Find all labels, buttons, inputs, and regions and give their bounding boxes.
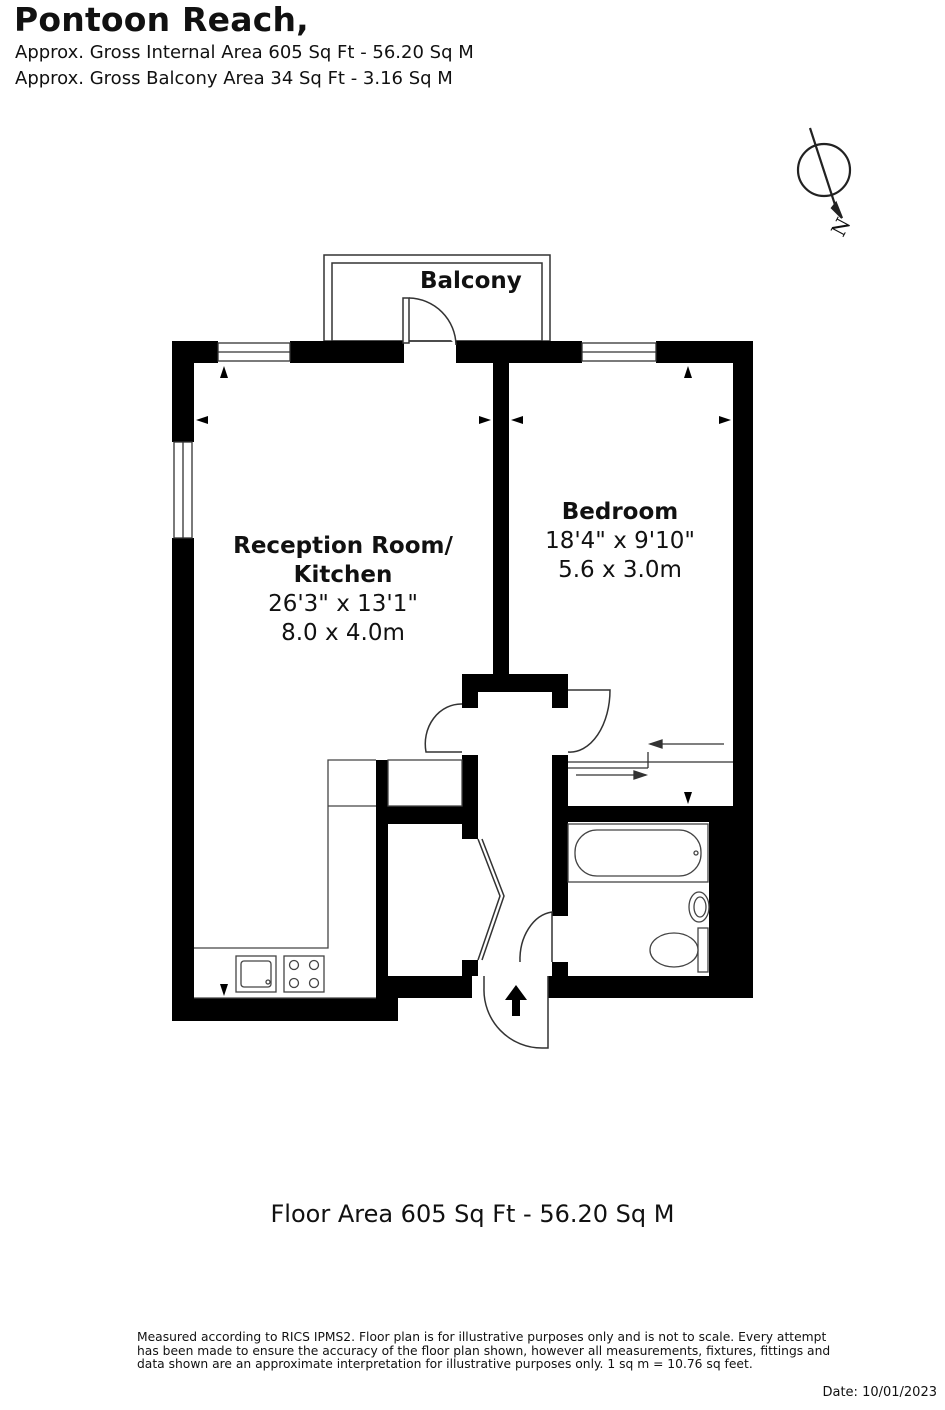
reception-name-line2: Kitchen	[293, 562, 393, 588]
bath-icon	[567, 823, 709, 883]
gross-balcony-area: Approx. Gross Balcony Area 34 Sq Ft - 3.…	[15, 68, 453, 89]
measurement-arrows	[196, 366, 731, 996]
reception-name-line1: Reception Room/	[233, 533, 453, 559]
hob-icon	[283, 955, 325, 993]
toilet-icon	[649, 927, 709, 973]
gross-internal-area: Approx. Gross Internal Area 605 Sq Ft - …	[15, 42, 474, 63]
bedroom-name: Bedroom	[561, 499, 679, 525]
compass-icon	[796, 127, 852, 219]
bedroom-label: Bedroom 18'4" x 9'10" 5.6 x 3.0m	[540, 498, 700, 585]
reception-size-imperial: 26'3" x 13'1"	[268, 591, 418, 617]
entrance-arrow-icon	[505, 985, 527, 1016]
plan-date: Date: 10/01/2023	[822, 1385, 937, 1400]
wardrobe	[568, 739, 733, 780]
balcony-outline	[323, 254, 551, 342]
doors	[402, 297, 611, 1049]
basin-icon	[688, 891, 710, 923]
bedroom-size-imperial: 18'4" x 9'10"	[545, 528, 695, 554]
disclaimer: Measured according to RICS IPMS2. Floor …	[137, 1330, 831, 1371]
sink-icon	[235, 955, 277, 993]
balcony-label: Balcony	[420, 268, 522, 294]
reception-size-metric: 8.0 x 4.0m	[281, 620, 405, 646]
page-title: Pontoon Reach,	[14, 0, 309, 39]
outer-walls	[172, 341, 753, 1021]
bedroom-size-metric: 5.6 x 3.0m	[558, 557, 682, 583]
windows	[173, 342, 657, 539]
reception-room-label: Reception Room/ Kitchen 26'3" x 13'1" 8.…	[218, 532, 468, 648]
floor-area: Floor Area 605 Sq Ft - 56.20 Sq M	[270, 1200, 675, 1228]
kitchen-counter	[194, 759, 463, 999]
interior-walls	[376, 363, 733, 976]
